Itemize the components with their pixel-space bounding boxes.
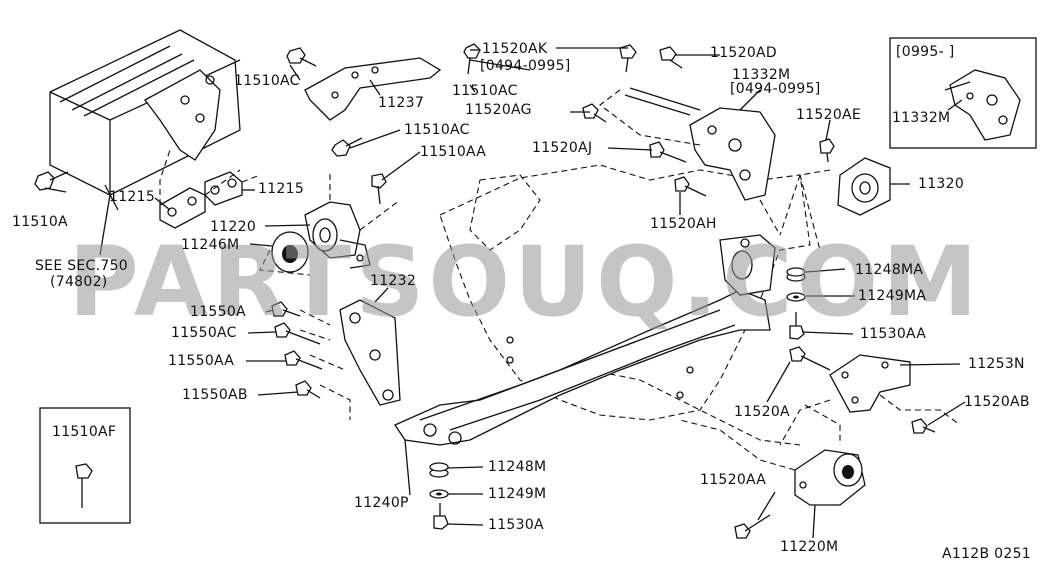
label-see-section[interactable]: SEE SEC.750 (35, 258, 129, 274)
label-inset-date-range: [0995- ] (896, 44, 955, 60)
label-11248MA[interactable]: 11248MA (855, 262, 924, 278)
label-11510A[interactable]: 11510A (12, 214, 68, 230)
label-11220[interactable]: 11220 (210, 219, 257, 235)
figure-code: A112B 0251 (942, 546, 1031, 562)
label-11530AA[interactable]: 11530AA (860, 326, 927, 342)
label-11520AA[interactable]: 11520AA (700, 472, 767, 488)
label-11520AJ[interactable]: 11520AJ (532, 140, 593, 156)
label-11520AD[interactable]: 11520AD (710, 45, 777, 61)
label-11249MA[interactable]: 11249MA (858, 288, 927, 304)
label-11510AC[interactable]: 11510AC (234, 73, 300, 89)
label-11215[interactable]: 11215 (109, 189, 156, 205)
label-11320[interactable]: 11320 (918, 176, 965, 192)
label-date-range: [0494-0995] (480, 58, 571, 74)
bracket-11253N (779, 354, 961, 446)
label-11215[interactable]: 11215 (258, 181, 305, 197)
bracket-11232 (299, 299, 401, 420)
bracket-11215-plates (144, 69, 261, 229)
label-11237[interactable]: 11237 (378, 95, 425, 111)
label-11248M[interactable]: 11248M (488, 459, 547, 475)
label-11249M[interactable]: 11249M (488, 486, 547, 502)
mount-11320 (779, 157, 891, 251)
label-11520AE[interactable]: 11520AE (796, 107, 862, 123)
engine-outline (439, 164, 811, 446)
label-11510AC[interactable]: 11510AC (404, 122, 470, 138)
mount-11220M (679, 404, 866, 506)
label-11332M[interactable]: 11332M (732, 67, 791, 83)
bolts (34, 43, 936, 539)
label-11520AK[interactable]: 11520AK (482, 41, 548, 57)
label-11550AB[interactable]: 11550AB (182, 387, 248, 403)
label-11550AA[interactable]: 11550AA (168, 353, 235, 369)
crossmember-11240P (394, 234, 776, 446)
washer-stack-11248MA (786, 267, 806, 302)
label-11550AC[interactable]: 11550AC (171, 325, 237, 341)
label-section-number: (74802) (50, 274, 108, 290)
label-date-range: [0494-0995] (730, 81, 821, 97)
label-11520AH[interactable]: 11520AH (650, 216, 717, 232)
label-11520AG[interactable]: 11520AG (465, 102, 532, 118)
label-11530A[interactable]: 11530A (488, 517, 544, 533)
label-11550A[interactable]: 11550A (190, 304, 246, 320)
label-11220M[interactable]: 11220M (780, 539, 839, 555)
label-11510AA[interactable]: 11510AA (420, 144, 487, 160)
label-11520AB[interactable]: 11520AB (964, 394, 1030, 410)
bracket-11237 (304, 57, 442, 121)
label-11510AF[interactable]: 11510AF (52, 424, 117, 440)
bracket-11332M (599, 87, 781, 236)
label-11510AC[interactable]: 11510AC (452, 83, 518, 99)
label-11520A[interactable]: 11520A (734, 404, 790, 420)
label-11332M[interactable]: 11332M (892, 110, 951, 126)
inset-box (889, 37, 1037, 149)
mount-11220 (259, 170, 401, 276)
label-11232[interactable]: 11232 (370, 273, 417, 289)
label-11240P[interactable]: 11240P (354, 495, 409, 511)
inset-box-11510AF (39, 407, 131, 524)
washer-stack-11248M (429, 462, 449, 499)
label-11253N[interactable]: 11253N (968, 356, 1025, 372)
leader-lines (44, 47, 966, 539)
watermark: PARTSOUQ.COM (68, 226, 982, 338)
label-11246M[interactable]: 11246M (181, 237, 240, 253)
